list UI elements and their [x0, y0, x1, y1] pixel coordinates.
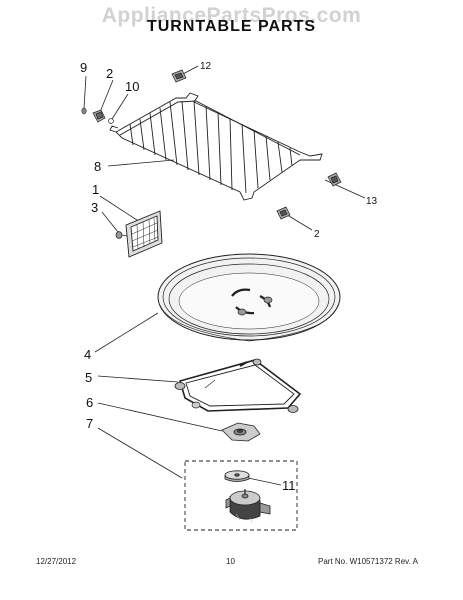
- callout-labels-small: 12 13 2: [200, 61, 378, 240]
- washer-part-10: [108, 118, 114, 124]
- wire-rack-part-8: [109, 92, 323, 201]
- leader-lines: [83, 65, 366, 486]
- rack-support-clip-lower: [276, 206, 291, 220]
- callout-5: 5: [85, 370, 92, 385]
- callout-11: 11: [282, 478, 296, 493]
- screw-part-3: [115, 231, 128, 239]
- turntable-motor-assembly-part-7: [184, 460, 298, 531]
- glass-turntable-tray-part-4: [157, 253, 341, 342]
- footer-page-number: 10: [226, 557, 235, 566]
- callout-2-lower: 2: [314, 229, 320, 240]
- callout-1: 1: [92, 182, 99, 197]
- motor-coupler-part-11: [224, 470, 250, 482]
- rack-support-clip-upper: [92, 109, 106, 123]
- callout-6: 6: [86, 395, 93, 410]
- callout-12: 12: [200, 61, 212, 72]
- footer-date: 12/27/2012: [36, 557, 77, 566]
- turntable-motor-body: [225, 489, 271, 523]
- callout-7: 7: [86, 416, 93, 431]
- page-title: TURNTABLE PARTS: [146, 18, 317, 35]
- roller-support-ring-part-5: [174, 358, 302, 413]
- screw-part-9: [81, 107, 87, 115]
- callout-8: 8: [94, 159, 101, 174]
- callout-13: 13: [366, 196, 378, 207]
- callout-2-upper: 2: [106, 66, 113, 81]
- waveguide-cover-part-1: [125, 210, 163, 258]
- footer-part-number: Part No. W10571372 Rev. A: [318, 557, 418, 566]
- callout-9: 9: [80, 60, 87, 75]
- callout-10: 10: [125, 79, 139, 94]
- callout-labels: 9 2 10 8 1 3 4 5 6 7: [80, 60, 139, 431]
- watermark-text: AppliancePartsPros.com: [101, 4, 362, 27]
- rack-support-clip-13: [327, 172, 342, 187]
- coupler-part-6: [221, 422, 261, 442]
- callout-3: 3: [91, 200, 98, 215]
- callout-4: 4: [84, 347, 91, 362]
- rack-support-clip-12: [171, 69, 187, 83]
